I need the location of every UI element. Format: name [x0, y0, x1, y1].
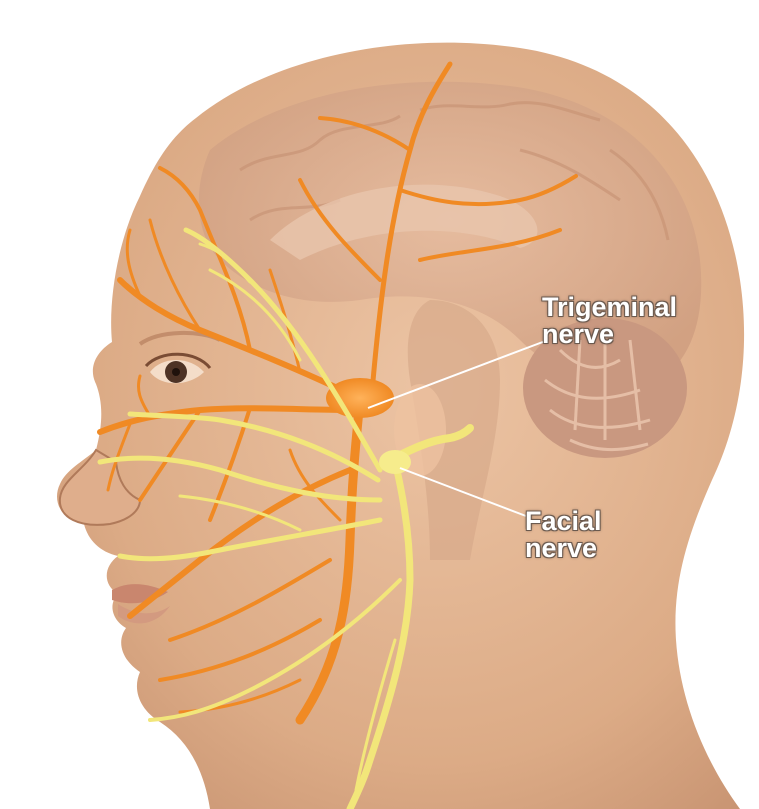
facial-label-line2: nerve — [525, 535, 602, 562]
trigeminal-label-line2: nerve — [542, 321, 677, 348]
facial-nerve-label: Facial nerve — [525, 508, 602, 562]
trigeminal-nerve-label: Trigeminal nerve — [542, 294, 677, 348]
trigeminal-label-line1: Trigeminal — [542, 294, 677, 321]
facial-label-line1: Facial — [525, 508, 602, 535]
